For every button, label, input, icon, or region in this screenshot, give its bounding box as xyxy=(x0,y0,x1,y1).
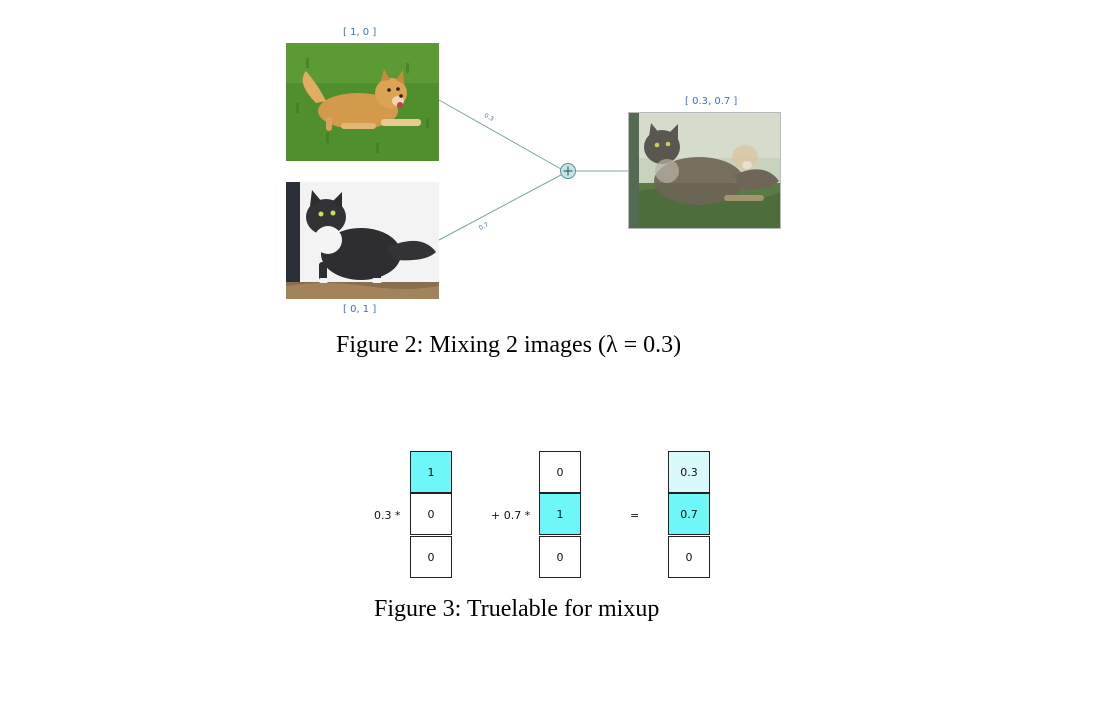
vector-b-cell-1: 0 xyxy=(539,451,581,493)
vector-result-cell-3: 0 xyxy=(668,536,710,578)
mixed-image xyxy=(628,112,781,229)
figure2-caption: Figure 2: Mixing 2 images (λ = 0.3) xyxy=(336,332,682,358)
figure3-caption: Figure 3: Truelable for mixup xyxy=(374,596,660,622)
label-dog-onehot: [ 1, 0 ] xyxy=(343,27,377,38)
vector-result-cell-1: 0.3 xyxy=(668,451,710,493)
vector-a-cell-2: 0 xyxy=(410,493,452,535)
equals-sign: = xyxy=(630,509,640,522)
vector-a-cell-3: 0 xyxy=(410,536,452,578)
vector-a-cell-1: 1 xyxy=(410,451,452,493)
dog-image xyxy=(286,43,439,161)
vector-b-cell-3: 0 xyxy=(539,536,581,578)
coefficient-b: + 0.7 * xyxy=(491,509,531,522)
vector-result-cell-2: 0.7 xyxy=(668,493,710,535)
dog-mix-line xyxy=(438,99,562,170)
label-cat-onehot: [ 0, 1 ] xyxy=(343,304,377,315)
label-mixed-onehot: [ 0.3, 0.7 ] xyxy=(685,96,738,107)
coefficient-a: 0.3 * xyxy=(374,509,401,522)
cat-image xyxy=(286,182,439,299)
vector-b-cell-2: 1 xyxy=(539,493,581,535)
cat-mix-line xyxy=(438,174,562,241)
